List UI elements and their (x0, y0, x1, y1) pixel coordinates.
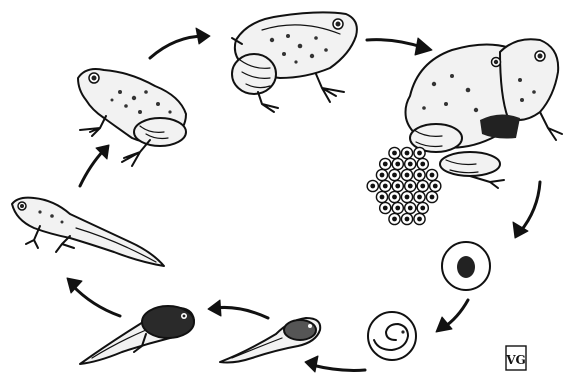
spawn-egg-yolk (395, 162, 400, 167)
arrow-legged-to-froglet (67, 278, 120, 316)
early-tadpole-illustration (220, 318, 320, 363)
arrow-egg-to-embryo (436, 300, 468, 332)
spawn-egg-yolk (392, 217, 397, 222)
spawn-egg-yolk (417, 173, 422, 178)
tadpole-with-legs-illustration (80, 306, 194, 364)
spawn-egg-yolk (430, 195, 435, 200)
arrow-tadpole-to-legged (208, 300, 268, 318)
spawn-egg-yolk (417, 151, 422, 156)
spawn-egg-yolk (395, 206, 400, 211)
spawn-egg-yolk (380, 195, 385, 200)
spawn-egg-yolk (405, 217, 410, 222)
spawn-egg-yolk (392, 151, 397, 156)
spawn-egg-yolk (417, 217, 422, 222)
spawn-egg-yolk (420, 206, 425, 211)
spawn-egg-yolk (408, 162, 413, 167)
young-frog-illustration (78, 69, 186, 166)
embryo-in-egg-illustration (368, 312, 416, 360)
spawn-egg-yolk (433, 184, 438, 189)
arrow-froglet-to-youngfrog (80, 145, 109, 186)
mating-frogs-illustration (406, 39, 563, 188)
froglet-with-tail-illustration (12, 198, 164, 266)
adult-frog-illustration (232, 12, 357, 112)
arrow-adult-to-mating (367, 38, 432, 55)
arrow-youngfrog-to-adult (150, 28, 210, 58)
spawn-egg-yolk (380, 173, 385, 178)
spawn-egg-yolk (408, 206, 413, 211)
spawn-egg-yolk (405, 195, 410, 200)
arrow-spawn-to-egg (513, 182, 540, 238)
spawn-egg-yolk (383, 206, 388, 211)
spawn-egg-yolk (392, 173, 397, 178)
spawn-egg-yolk (420, 184, 425, 189)
spawn-egg-yolk (408, 184, 413, 189)
arrow-embryo-to-tadpole (305, 356, 365, 372)
spawn-egg-yolk (430, 173, 435, 178)
spawn-egg-yolk (392, 195, 397, 200)
spawn-egg-yolk (370, 184, 375, 189)
single-egg-illustration (442, 242, 490, 290)
frogspawn-illustration (367, 147, 441, 224)
spawn-egg-yolk (383, 162, 388, 167)
spawn-egg-yolk (420, 162, 425, 167)
spawn-egg-yolk (405, 173, 410, 178)
artist-signature: VG (505, 346, 526, 370)
spawn-egg-yolk (417, 195, 422, 200)
spawn-egg-yolk (405, 151, 410, 156)
spawn-egg-yolk (383, 184, 388, 189)
signature-initials: VG (505, 353, 526, 367)
spawn-egg-yolk (395, 184, 400, 189)
